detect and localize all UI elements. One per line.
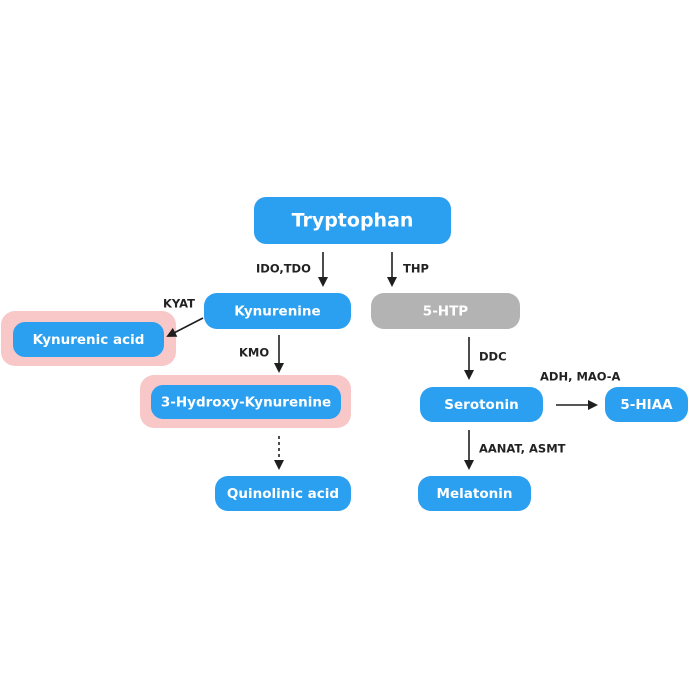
node-5-hiaa-label: 5-HIAA [620,397,673,413]
edge-label-aanat-asmt: AANAT, ASMT [479,442,566,456]
edge-label-thp: THP [403,262,429,276]
node-melatonin-box [418,476,531,511]
node-melatonin: Melatonin [418,476,531,511]
node-quinolinic-acid-label: Quinolinic acid [227,486,339,502]
node-5-htp-label: 5-HTP [423,304,469,320]
edge-label-kyat: KYAT [163,297,195,311]
node-kynurenine: Kynurenine [204,293,351,329]
node-3-hydroxy-kynurenine-box [151,385,341,419]
node-3-hydroxy-kynurenine: 3-Hydroxy-Kynurenine [151,385,341,419]
node-5-hiaa: 5-HIAA [605,387,688,422]
node-5-hiaa-box [605,387,688,422]
node-kynurenic-acid-box [13,322,164,357]
node-serotonin-label: Serotonin [444,397,518,413]
node-quinolinic-acid: Quinolinic acid [215,476,351,511]
node-5-htp: 5-HTP [371,293,520,329]
node-3-hydroxy-kynurenine-label: 3-Hydroxy-Kynurenine [161,395,331,411]
edge-label-ddc: DDC [479,350,507,364]
node-serotonin-box [420,387,543,422]
node-kynurenic-acid-label: Kynurenic acid [33,332,145,348]
edge-label-ido-tdo: IDO,TDO [256,262,311,276]
node-kynurenine-label: Kynurenine [234,304,320,320]
node-tryptophan-box [254,197,451,244]
node-kynurenine-box [204,293,351,329]
node-quinolinic-acid-box [215,476,351,511]
arrow-kynurenine-to-kynurenic-acid [166,317,204,337]
node-tryptophan-label: Tryptophan [292,210,414,232]
node-melatonin-label: Melatonin [437,486,513,502]
node-kynurenic-acid: Kynurenic acid [13,322,164,357]
node-serotonin: Serotonin [420,387,543,422]
node-5-htp-box [371,293,520,329]
edge-label-kmo: KMO [239,346,269,360]
node-tryptophan: Tryptophan [254,197,451,244]
edge-label-adh-mao-a: ADH, MAO-A [540,370,621,384]
